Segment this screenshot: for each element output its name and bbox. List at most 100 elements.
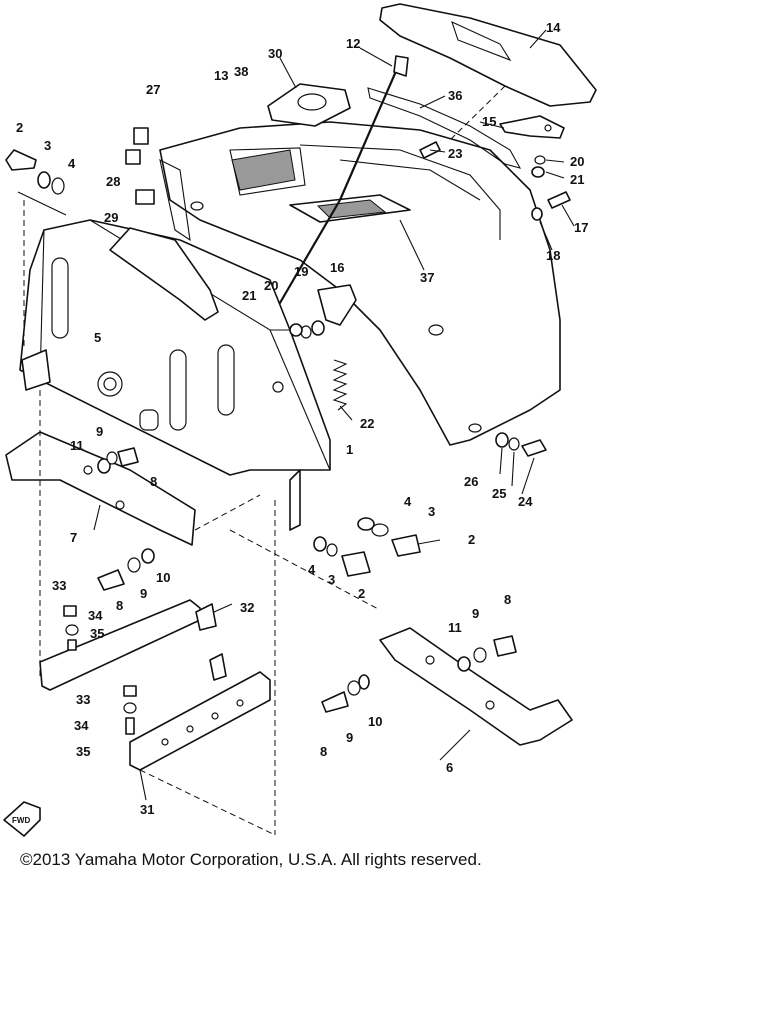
windshield: [379, 3, 597, 141]
callout-33-b: 33: [76, 692, 90, 707]
callout-10-b: 10: [368, 714, 382, 729]
hinge-27: [133, 127, 149, 145]
fwd-label: FWD: [12, 816, 30, 825]
main-frame: [19, 219, 331, 531]
callout-4-a: 4: [68, 156, 76, 171]
stud-35-low: [125, 717, 135, 735]
bolt-2-top: [5, 149, 37, 171]
callout-14: 14: [546, 20, 561, 35]
washer-20-mid: [300, 325, 312, 339]
callout-13: 13: [214, 68, 228, 83]
washer-26: [495, 432, 509, 448]
hood-cowl: [159, 121, 561, 446]
callout-4-b: 4: [404, 494, 412, 509]
washer-9-top: [106, 451, 118, 465]
callout-22: 22: [360, 416, 374, 431]
hinge-28: [125, 149, 141, 165]
washer-34-top: [65, 624, 79, 636]
bracket-7: [5, 431, 196, 546]
washer-34-low: [123, 702, 137, 714]
callout-34-b: 34: [74, 718, 89, 733]
trim-strip: [367, 87, 522, 169]
callout-11-a: 11: [70, 438, 84, 453]
parts-diagram: FWD 14 12 30 13 38 27 36 15 2 3 4: [3, 3, 597, 837]
stud-35-top: [67, 639, 77, 651]
bolt-8-right: [493, 635, 517, 657]
callout-34-a: 34: [88, 608, 103, 623]
washer-10-lower: [358, 674, 370, 690]
washer-11-top: [97, 458, 111, 474]
washer-20: [534, 155, 546, 165]
callout-20-a: 20: [570, 154, 584, 169]
callout-4-c: 4: [308, 562, 316, 577]
hood-stay-rod: [269, 55, 409, 321]
callout-31: 31: [140, 802, 154, 817]
callout-8-d: 8: [320, 744, 327, 759]
washer-3-low: [326, 543, 338, 557]
bracket-31: [129, 653, 271, 771]
callout-7: 7: [70, 530, 77, 545]
washer-18: [531, 207, 543, 221]
callout-1: 1: [346, 442, 353, 457]
callout-28: 28: [106, 174, 120, 189]
bolt-17: [547, 191, 571, 209]
bolt-8-lower: [321, 691, 349, 713]
callout-9-c: 9: [472, 606, 479, 621]
washer-3-mid: [371, 523, 389, 537]
callout-9-a: 9: [96, 424, 103, 439]
callout-3-b: 3: [428, 504, 435, 519]
callout-12: 12: [346, 36, 360, 51]
callout-19: 19: [294, 264, 308, 279]
callout-3-c: 3: [328, 572, 335, 587]
callout-37: 37: [420, 270, 434, 285]
callout-5: 5: [94, 330, 101, 345]
bolt-8-left: [97, 569, 125, 591]
bolt-8-top: [117, 447, 139, 467]
nut-33-low: [123, 685, 137, 697]
callout-6: 6: [446, 760, 453, 775]
bracket-6: [379, 627, 573, 746]
callout-21-b: 21: [242, 288, 256, 303]
callout-16: 16: [330, 260, 344, 275]
washer-3-top: [37, 171, 51, 189]
callout-25: 25: [492, 486, 506, 501]
callout-26: 26: [464, 474, 478, 489]
callout-32: 32: [240, 600, 254, 615]
callout-27: 27: [146, 82, 160, 97]
nut-21: [531, 166, 545, 178]
callout-30: 30: [268, 46, 282, 61]
washer-11-right: [457, 656, 471, 672]
vent-grille-37: [289, 194, 411, 223]
callout-23: 23: [448, 146, 462, 161]
assembly-lines: [23, 200, 381, 836]
callout-15: 15: [482, 114, 496, 129]
callout-8-a: 8: [150, 474, 157, 489]
callout-36: 36: [448, 88, 462, 103]
spring-22: [332, 359, 348, 411]
copyright-notice: ©2013 Yamaha Motor Corporation, U.S.A. A…: [20, 850, 482, 869]
callout-8-c: 8: [504, 592, 511, 607]
callout-24: 24: [518, 494, 533, 509]
washer-19: [311, 320, 325, 336]
bolt-2-mid: [391, 534, 421, 557]
callout-2-b: 2: [468, 532, 475, 547]
callout-8-b: 8: [116, 598, 123, 613]
callout-18: 18: [546, 248, 560, 263]
callout-10-a: 10: [156, 570, 170, 585]
callout-9-d: 9: [346, 730, 353, 745]
nut-21-mid: [289, 323, 303, 337]
callout-38: 38: [234, 64, 248, 79]
hinge-29: [135, 189, 155, 205]
nut-33-top: [63, 605, 77, 617]
callout-2-c: 2: [358, 586, 365, 601]
callout-17: 17: [574, 220, 588, 235]
washer-9-lower: [347, 680, 361, 696]
callout-20-b: 20: [264, 278, 278, 293]
bolt-2-low: [341, 551, 371, 577]
callout-21-a: 21: [570, 172, 584, 187]
washer-9-left: [127, 557, 141, 573]
latch-16: [317, 284, 357, 326]
fuel-cap: [267, 83, 351, 127]
washer-4-top: [51, 177, 65, 195]
washer-4-mid: [357, 517, 375, 531]
